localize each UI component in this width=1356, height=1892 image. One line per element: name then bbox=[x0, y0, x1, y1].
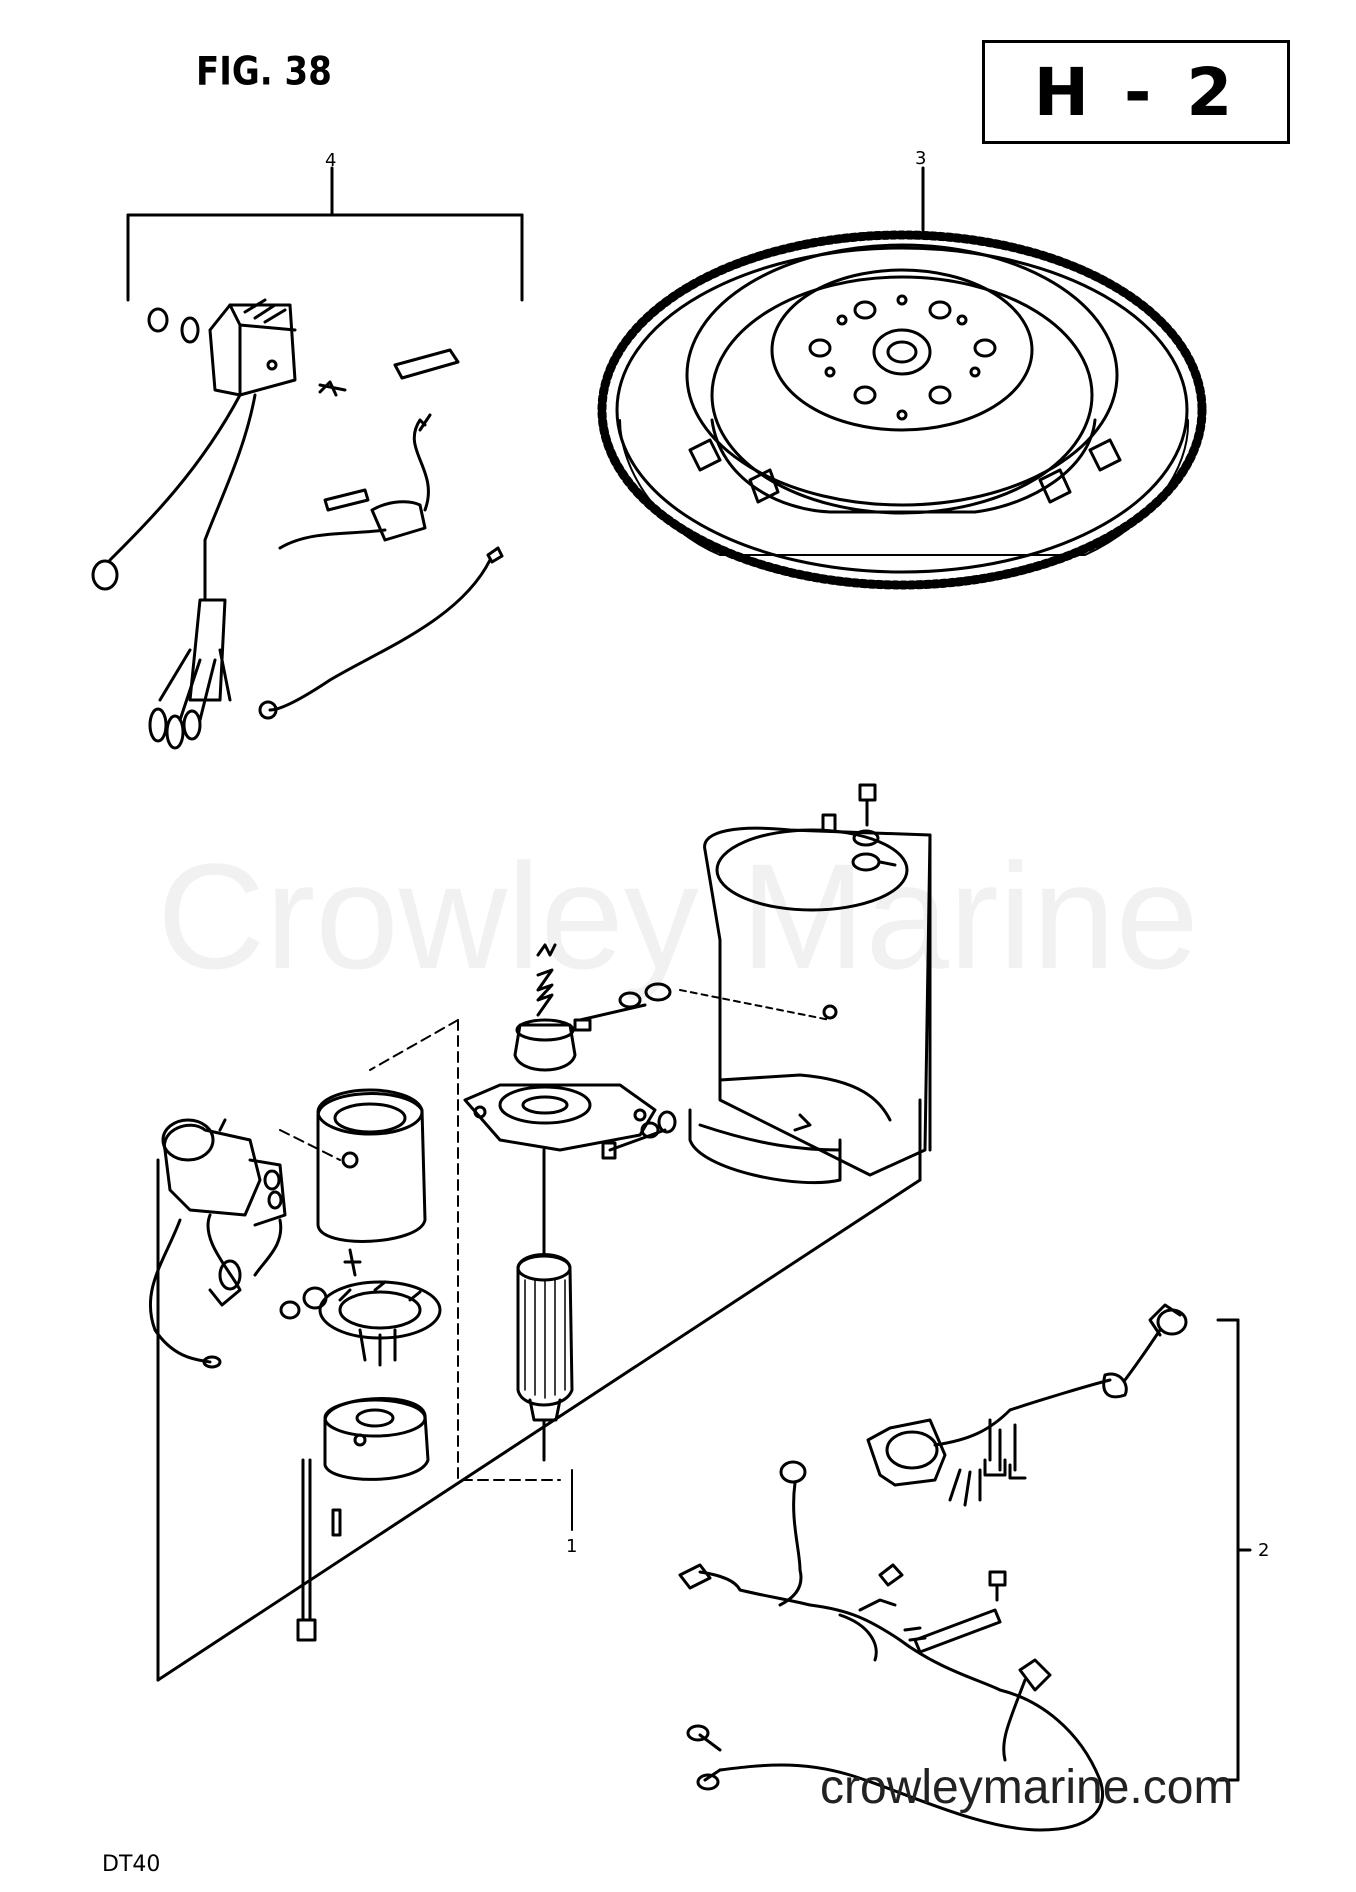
starter-bracket bbox=[679, 813, 932, 1185]
callout-item-3: 3 bbox=[915, 148, 927, 169]
model-code: DT40 bbox=[102, 1852, 161, 1877]
item-4-bracket bbox=[126, 166, 524, 302]
main-switch bbox=[866, 1303, 1188, 1507]
pinion-and-drive-housing bbox=[463, 943, 657, 1152]
starter-yoke bbox=[316, 1088, 427, 1277]
commutator-end-frame bbox=[323, 1397, 430, 1481]
brush-holder bbox=[279, 1280, 442, 1367]
section-code: H - 2 bbox=[1033, 53, 1239, 131]
lead-wire bbox=[258, 546, 504, 720]
section-code-box bbox=[982, 40, 1290, 144]
mounting-bolts bbox=[573, 783, 897, 1160]
flywheel bbox=[597, 230, 1207, 590]
watermark-text: Crowley Marine bbox=[157, 832, 1199, 1000]
item-1-bracket bbox=[156, 1019, 922, 1682]
armature bbox=[516, 1148, 574, 1462]
item-2-bracket bbox=[1216, 1318, 1252, 1782]
starter-solenoid bbox=[148, 1118, 287, 1369]
callout-item-1: 1 bbox=[566, 1536, 578, 1557]
rectifier-regulator bbox=[91, 298, 347, 750]
callout-item-4: 4 bbox=[325, 150, 337, 171]
wiring-harness bbox=[678, 1460, 1104, 1832]
figure-label: FIG. 38 bbox=[196, 49, 332, 95]
fuse-and-holder bbox=[278, 348, 460, 550]
through-bolt bbox=[296, 1458, 342, 1642]
site-url: crowleymarine.com bbox=[820, 1761, 1234, 1814]
callout-item-2: 2 bbox=[1258, 1540, 1270, 1561]
harness-clamp-and-screw bbox=[913, 1570, 1007, 1654]
